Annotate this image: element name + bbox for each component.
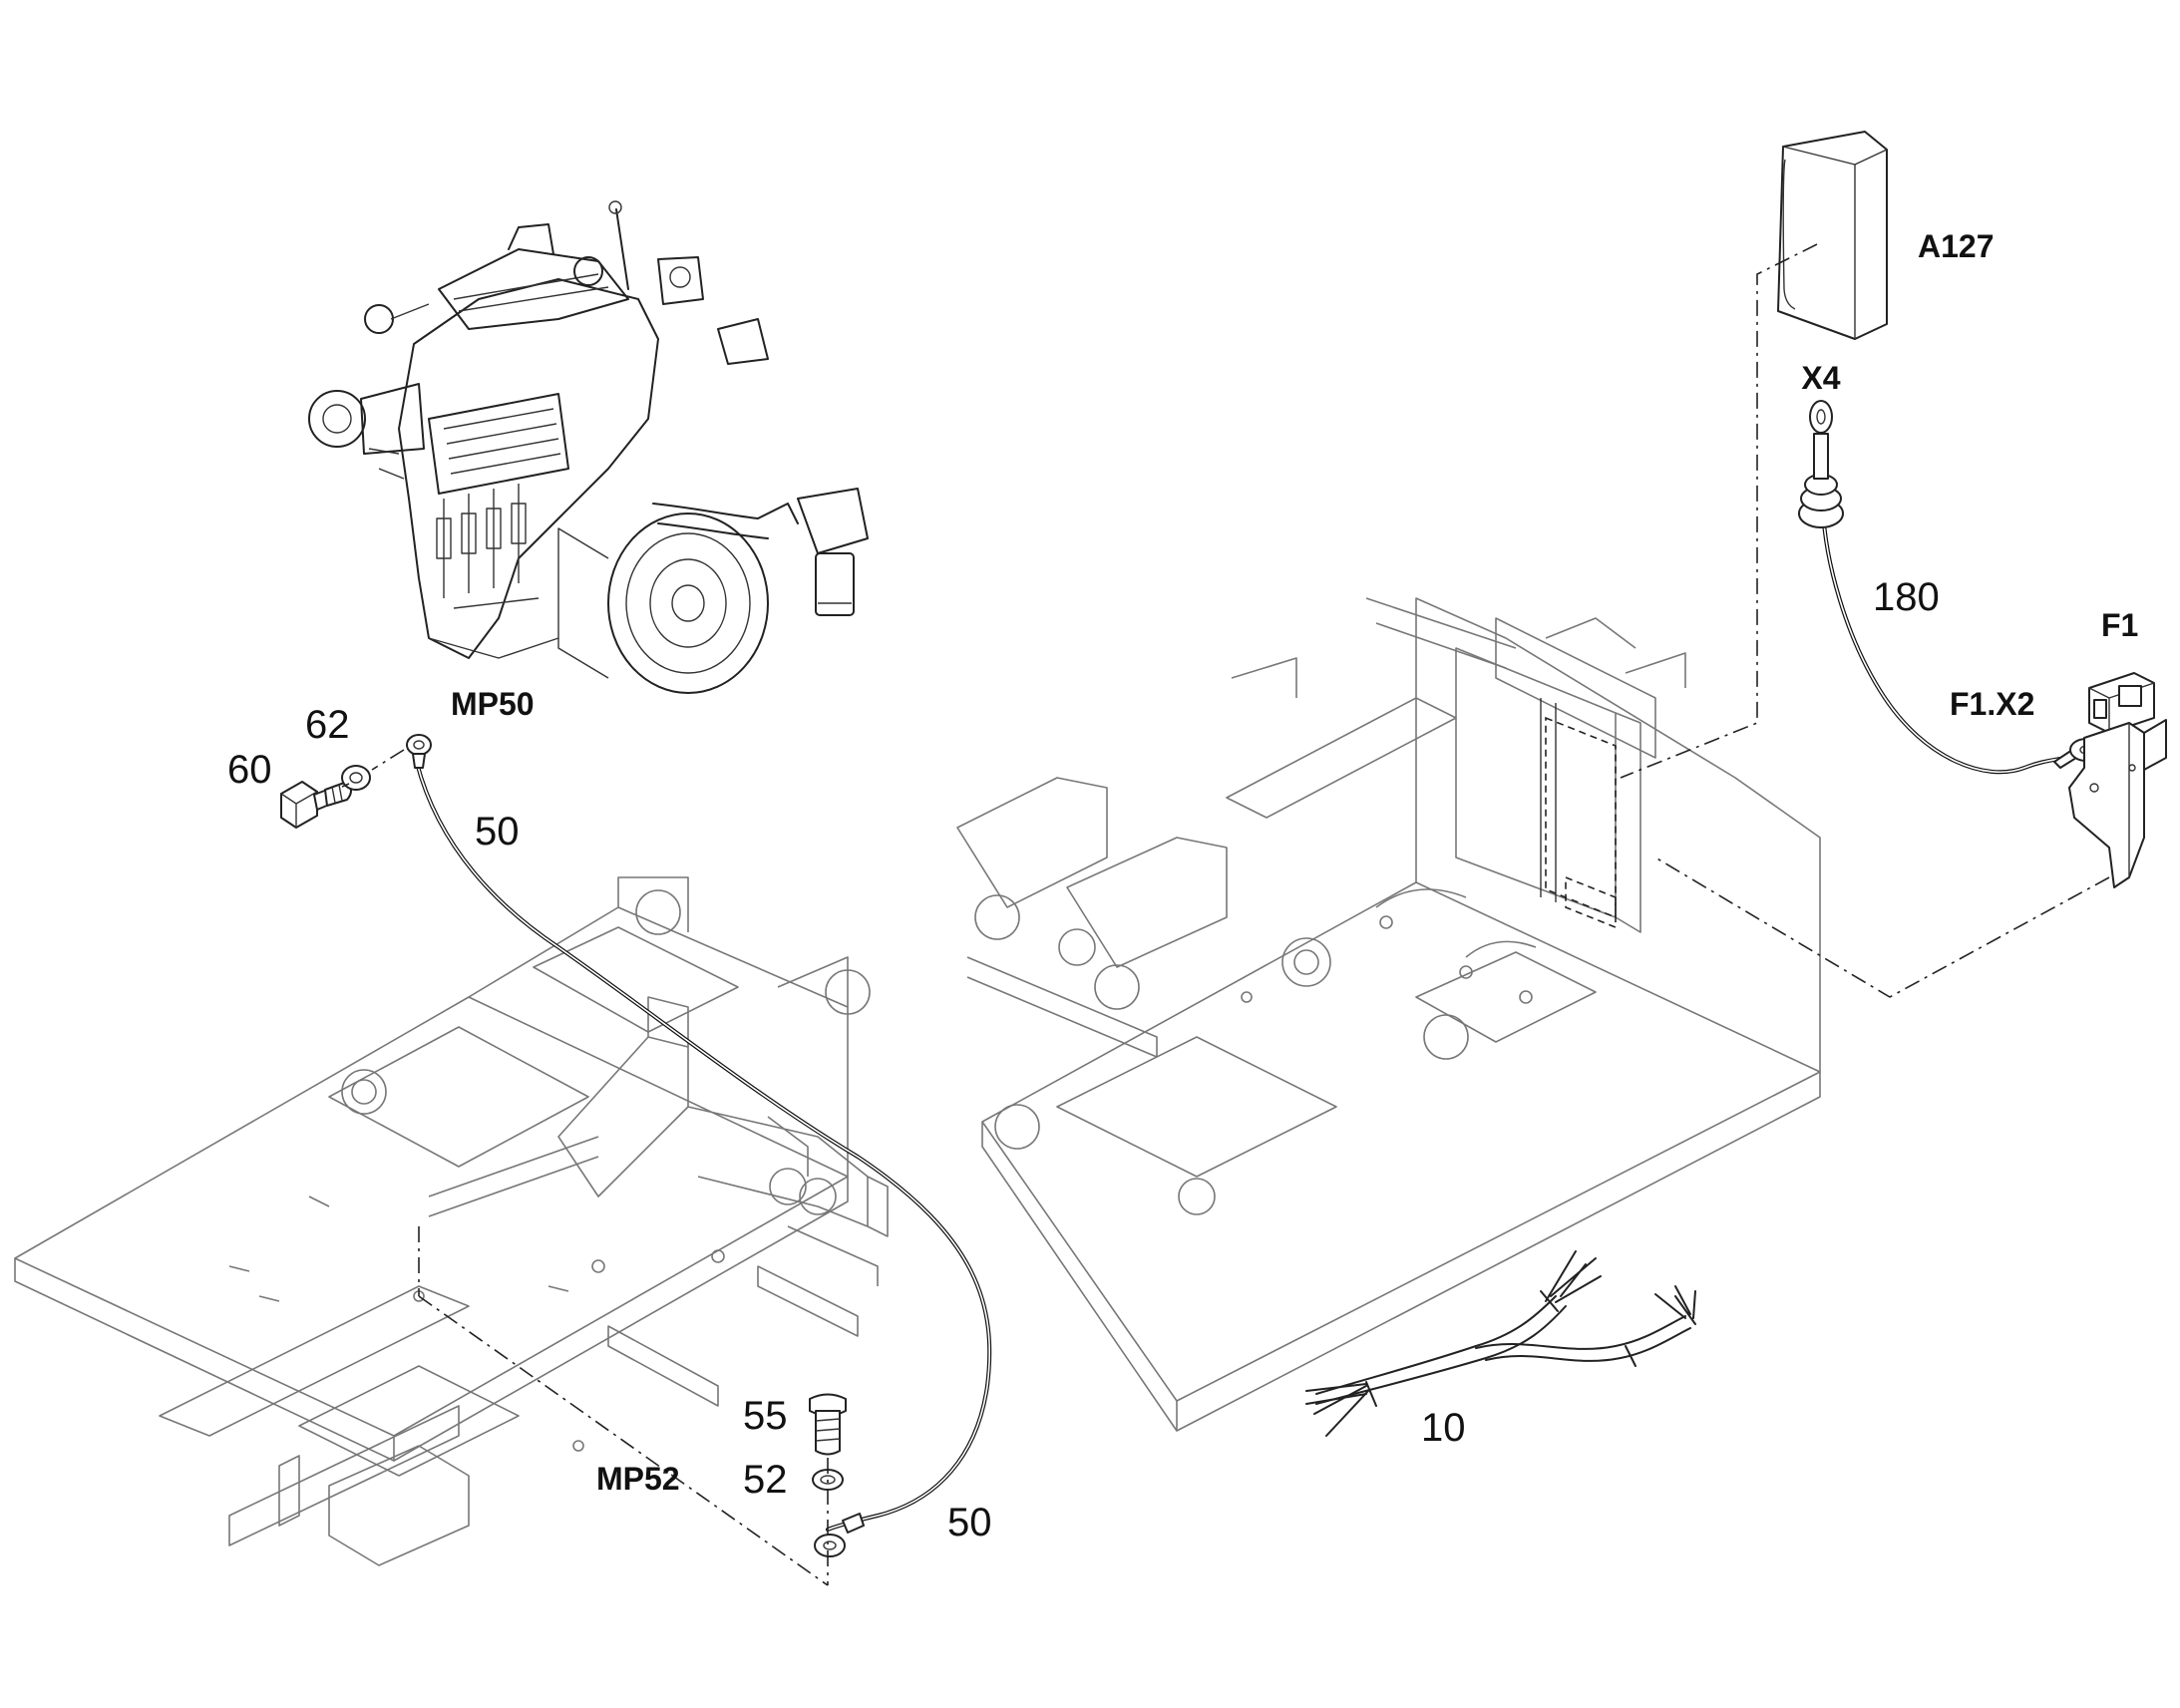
label-62: 62 [305, 703, 350, 747]
ground-cable-50 [406, 734, 992, 1557]
label-50-bottom: 50 [947, 1501, 992, 1544]
label-mp50: MP50 [451, 686, 535, 722]
cable-180 [1798, 400, 2103, 775]
label-f1-x2: F1.X2 [1950, 686, 2034, 722]
callout-labels: A127 X4 180 F1 F1.X2 MP50 62 60 50 55 52… [227, 228, 2138, 1544]
a127-module [1777, 131, 1888, 340]
label-f1: F1 [2101, 607, 2138, 643]
label-10: 10 [1421, 1406, 1466, 1450]
center-right-frame [956, 597, 1821, 1432]
f1-fuse-bracket [2068, 672, 2167, 888]
bolt-55 [809, 1393, 847, 1456]
label-55: 55 [743, 1394, 788, 1438]
label-x4: X4 [1801, 360, 1840, 396]
lower-left-frame [14, 876, 889, 1566]
bolt-60 [280, 781, 352, 829]
label-60: 60 [227, 748, 272, 792]
leader-lines [341, 243, 2110, 1586]
washer-62 [341, 765, 371, 791]
wire-harness [1305, 1250, 1696, 1437]
engine-illustration [308, 200, 869, 694]
label-50-top: 50 [475, 810, 520, 854]
label-mp52: MP52 [596, 1461, 680, 1497]
label-52: 52 [743, 1458, 788, 1502]
label-a127: A127 [1918, 228, 1995, 264]
label-180: 180 [1873, 575, 1940, 619]
